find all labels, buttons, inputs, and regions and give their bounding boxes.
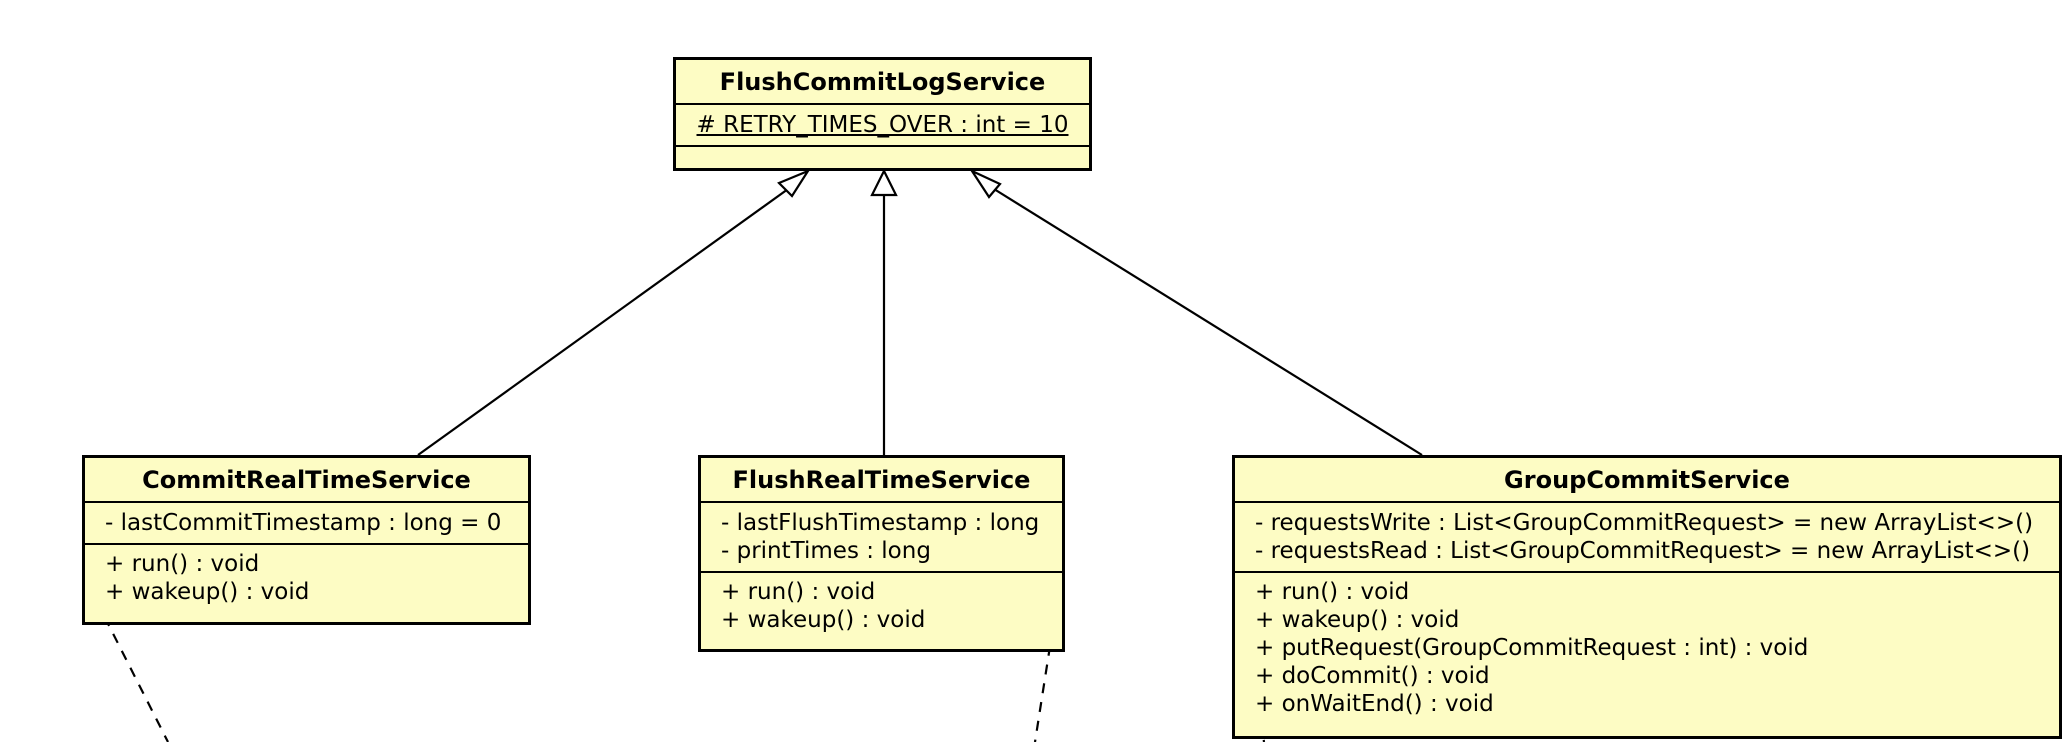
class-name: FlushRealTimeService xyxy=(701,458,1062,503)
operations-compartment: + run() : void + wakeup() : void xyxy=(701,573,1062,640)
operation: + run() : void xyxy=(1255,579,1410,605)
operation: + run() : void xyxy=(721,579,876,605)
generalization-commit-real-time xyxy=(417,183,796,456)
attributes-compartment: - lastCommitTimestamp : long = 0 xyxy=(85,503,528,545)
operation: + doCommit() : void xyxy=(1255,663,1490,689)
operation: + wakeup() : void xyxy=(721,607,926,633)
class-commit-real-time-service[interactable]: CommitRealTimeService - lastCommitTimest… xyxy=(82,455,531,625)
operation: + wakeup() : void xyxy=(1255,607,1460,633)
operations-compartment xyxy=(676,147,1089,158)
generalization-arrowhead xyxy=(870,168,898,197)
operations-compartment: + run() : void + wakeup() : void + putRe… xyxy=(1235,573,2059,724)
attribute: - printTimes : long xyxy=(721,538,931,564)
class-flush-real-time-service[interactable]: FlushRealTimeService - lastFlushTimestam… xyxy=(698,455,1065,652)
operation: + putRequest(GroupCommitRequest : int) :… xyxy=(1255,635,1809,661)
class-name: FlushCommitLogService xyxy=(676,60,1089,105)
generalization-group-commit xyxy=(985,183,1423,456)
attribute: - lastFlushTimestamp : long xyxy=(721,510,1040,536)
class-name: CommitRealTimeService xyxy=(85,458,528,503)
static-attribute: # RETRY_TIMES_OVER : int = 10 xyxy=(696,112,1069,138)
class-flush-commit-log-service[interactable]: FlushCommitLogService # RETRY_TIMES_OVER… xyxy=(673,57,1092,171)
operation: + wakeup() : void xyxy=(105,579,310,605)
attribute: - lastCommitTimestamp : long = 0 xyxy=(105,510,502,536)
class-group-commit-service[interactable]: GroupCommitService - requestsWrite : Lis… xyxy=(1232,455,2062,739)
operations-compartment: + run() : void + wakeup() : void xyxy=(85,545,528,612)
attributes-compartment: # RETRY_TIMES_OVER : int = 10 xyxy=(676,105,1089,147)
generalization-arrowhead xyxy=(777,168,811,198)
attributes-compartment: - requestsWrite : List<GroupCommitReques… xyxy=(1235,503,2059,573)
operation: + onWaitEnd() : void xyxy=(1255,691,1494,717)
operation: + run() : void xyxy=(105,551,260,577)
attribute: - requestsRead : List<GroupCommitRequest… xyxy=(1255,538,2031,564)
generalization-arrowhead xyxy=(968,168,1002,199)
class-name: GroupCommitService xyxy=(1235,458,2059,503)
attributes-compartment: - lastFlushTimestamp : long - printTimes… xyxy=(701,503,1062,573)
attribute: - requestsWrite : List<GroupCommitReques… xyxy=(1255,510,2034,536)
